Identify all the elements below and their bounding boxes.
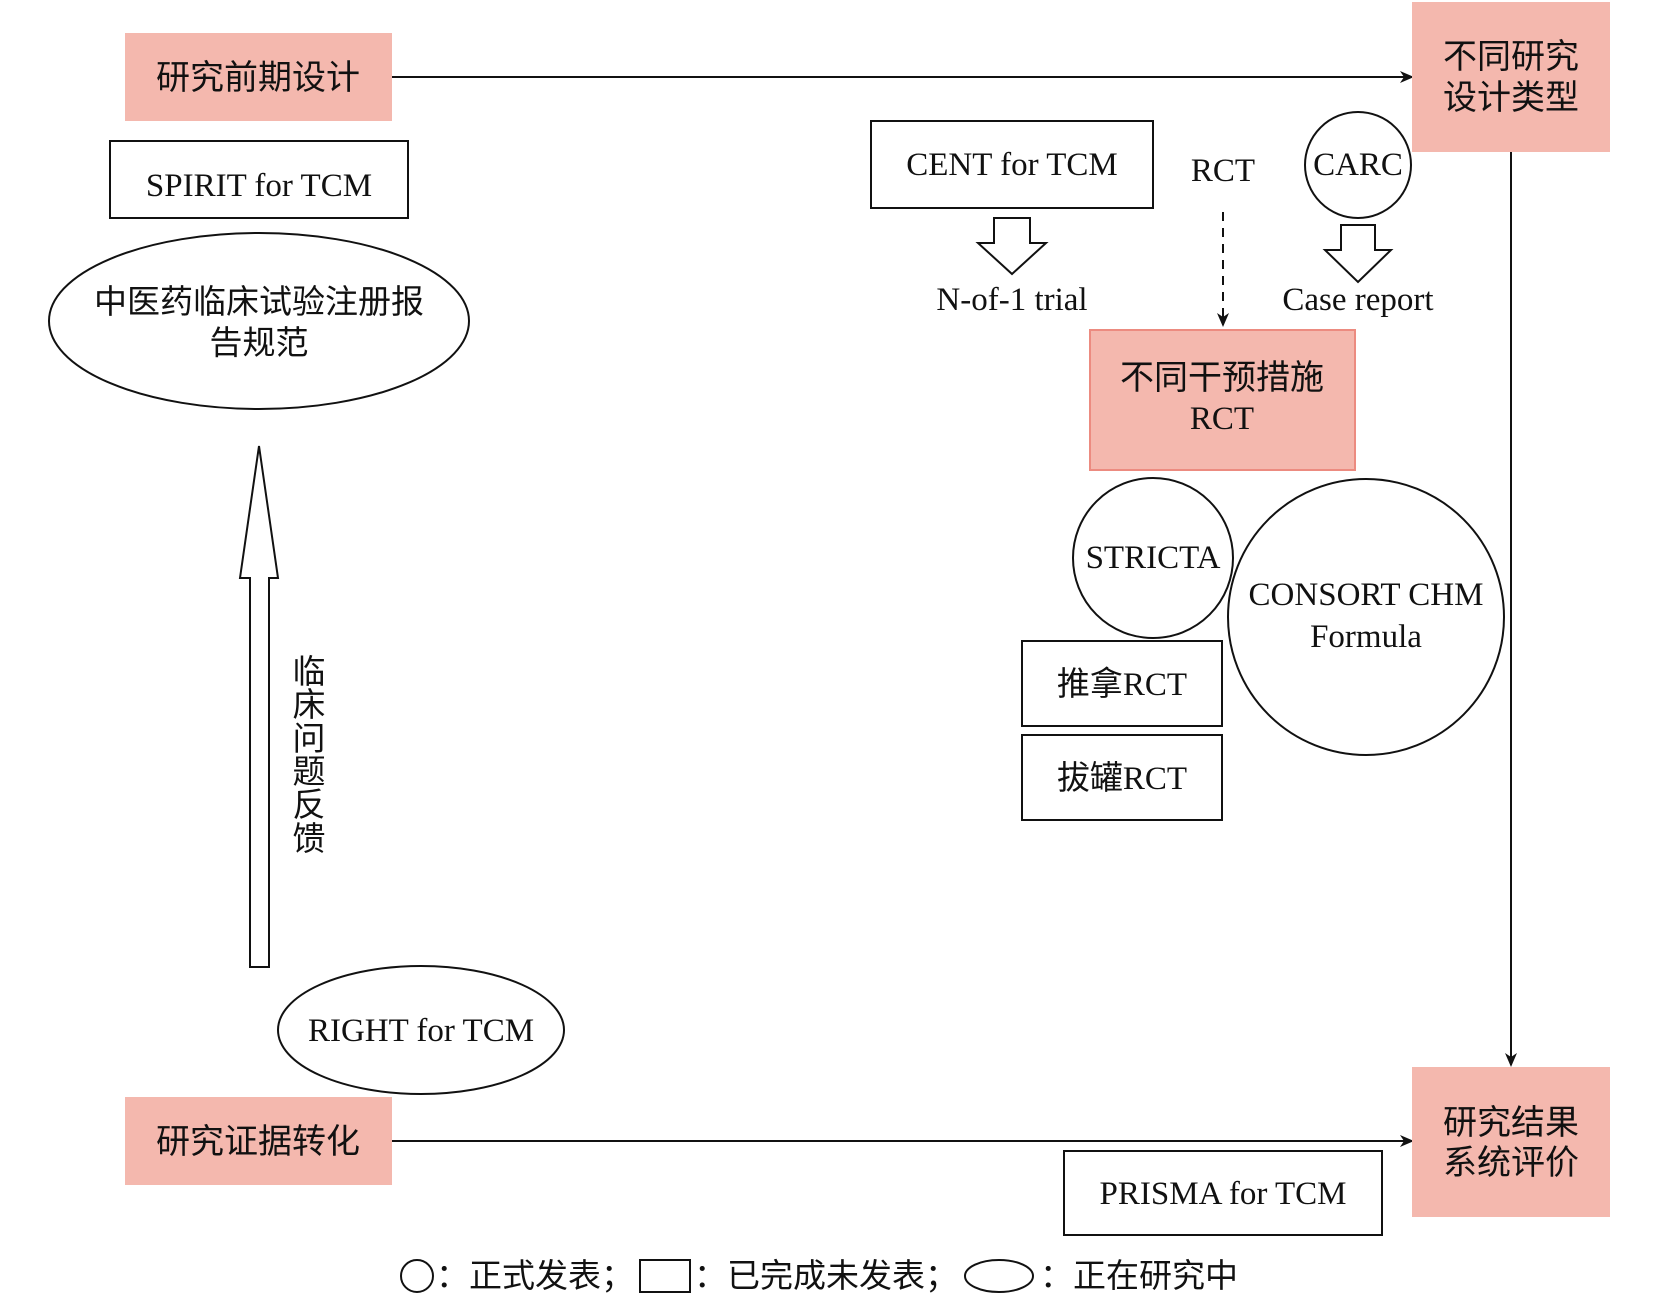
consort-chm-line1: CONSORT CHM <box>1249 577 1484 613</box>
right-label: RIGHT for TCM <box>308 1013 534 1049</box>
node-cupping-rct: 拔罐RCT <box>1021 734 1223 821</box>
node-right: RIGHT for TCM <box>277 965 565 1095</box>
feedback-char-6: 馈 <box>293 821 326 858</box>
stage-design: 研究前期设计 <box>125 33 392 121</box>
node-consort-chm: CONSORT CHM Formula <box>1227 478 1505 756</box>
stage-diff-intervention: 不同干预措施 RCT <box>1089 329 1356 471</box>
n-of-1-label: N-of-1 trial <box>936 282 1087 318</box>
legend-ellipse-label: ：正在研究中 <box>1040 1258 1238 1295</box>
stage-evaluation-line2: 系统评价 <box>1443 1144 1579 1182</box>
node-cent: CENT for TCM <box>870 120 1154 209</box>
node-carc: CARC <box>1304 111 1412 219</box>
hollow-arrow-cent <box>975 217 1049 276</box>
cupping-rct-label: 拔罐RCT <box>1057 760 1187 797</box>
legend-rect-symbol <box>639 1259 691 1293</box>
stage-design-label: 研究前期设计 <box>156 59 360 97</box>
prisma-label: PRISMA for TCM <box>1100 1176 1347 1212</box>
diff-intervention-line2: RCT <box>1190 401 1254 437</box>
feedback-char-5: 反 <box>293 788 326 824</box>
legend: ：正式发表； ：已完成未发表； ：正在研究中 <box>400 1258 1238 1295</box>
legend-rect-label: ：已完成未发表； <box>694 1258 958 1295</box>
stage-design-types-line1: 不同研究 <box>1443 38 1579 76</box>
case-report-label: Case report <box>1282 282 1433 318</box>
spirit-label: SPIRIT for TCM <box>146 168 372 204</box>
carc-label: CARC <box>1313 147 1403 183</box>
node-stricta: STRICTA <box>1072 477 1234 639</box>
stage-design-types: 不同研究 设计类型 <box>1412 2 1610 152</box>
legend-ellipse-symbol <box>964 1259 1034 1293</box>
cent-label: CENT for TCM <box>906 147 1117 183</box>
diff-intervention-line1: 不同干预措施 <box>1120 359 1324 397</box>
consort-chm-line2: Formula <box>1310 619 1422 655</box>
registration-line2: 告规范 <box>210 325 309 362</box>
node-prisma: PRISMA for TCM <box>1063 1150 1383 1236</box>
feedback-char-1: 临 <box>293 654 326 691</box>
node-registration: 中医药临床试验注册报 告规范 <box>48 232 470 410</box>
feedback-char-4: 题 <box>293 755 326 791</box>
stage-translation: 研究证据转化 <box>125 1097 392 1185</box>
feedback-char-2: 床 <box>293 687 326 724</box>
stricta-label: STRICTA <box>1086 540 1221 576</box>
feedback-label: 临 床 问 题 反 馈 <box>293 654 326 858</box>
stage-translation-label: 研究证据转化 <box>156 1123 360 1161</box>
registration-line1: 中医药临床试验注册报 <box>94 284 424 321</box>
tuina-rct-label: 推拿RCT <box>1057 666 1187 703</box>
node-spirit: SPIRIT for TCM <box>109 140 409 219</box>
node-tuina-rct: 推拿RCT <box>1021 640 1223 727</box>
legend-circle-label: ：正式发表； <box>436 1258 634 1295</box>
rct-label: RCT <box>1191 153 1255 189</box>
feedback-char-3: 问 <box>293 722 326 758</box>
stage-evaluation-line1: 研究结果 <box>1443 1104 1579 1142</box>
stage-design-types-line2: 设计类型 <box>1443 79 1579 117</box>
stage-evaluation: 研究结果 系统评价 <box>1412 1067 1610 1217</box>
feedback-up-arrow <box>238 445 280 968</box>
hollow-arrow-carc <box>1322 224 1394 284</box>
legend-circle-symbol <box>400 1259 434 1293</box>
